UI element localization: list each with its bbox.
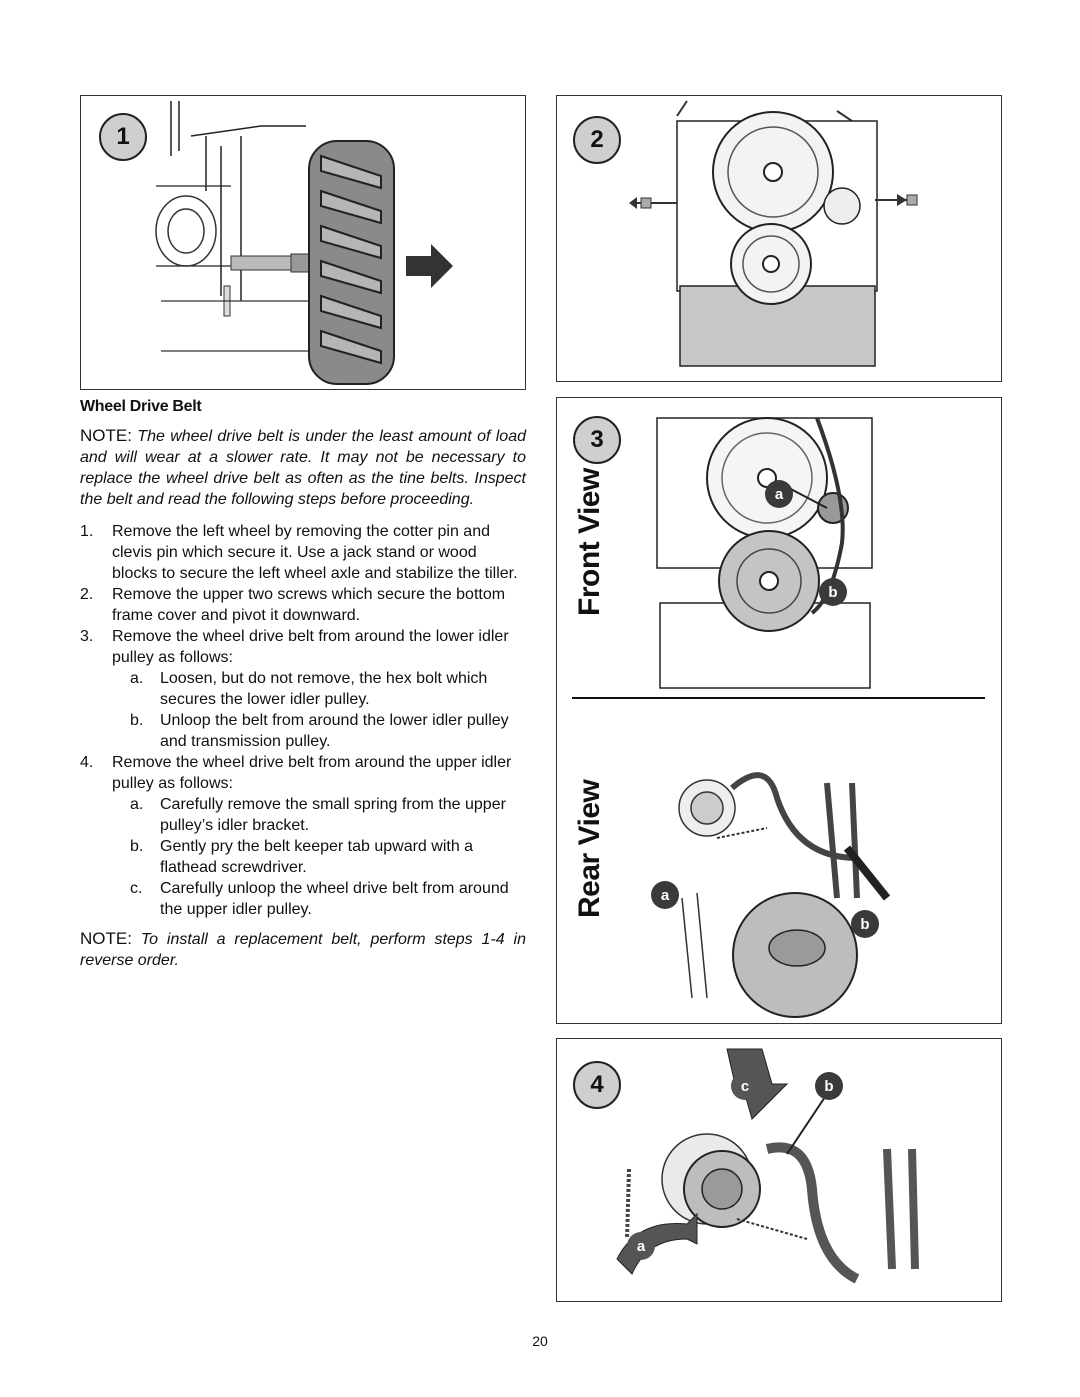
sub-list-item: a. Loosen, but do not remove, the hex bo… xyxy=(80,668,526,710)
list-item: 1. Remove the left wheel by removing the… xyxy=(80,521,526,584)
step-number: 4. xyxy=(80,754,94,771)
step-number: 1. xyxy=(80,523,94,540)
step-number: 3. xyxy=(80,628,94,645)
note-body: To install a replacement belt, perform s… xyxy=(80,931,526,969)
figure-1: 1 xyxy=(80,95,526,390)
section-heading: Wheel Drive Belt xyxy=(80,398,202,415)
instructions-column: Wheel Drive Belt NOTE: The wheel drive b… xyxy=(80,396,526,971)
figure-3: 3 Front View Rear View a b a b xyxy=(556,397,1002,1024)
sub-step-letter: c. xyxy=(130,880,143,897)
sub-step-text: Carefully unloop the wheel drive belt fr… xyxy=(160,880,509,918)
sub-list-item: b. Unloop the belt from around the lower… xyxy=(80,710,526,752)
sub-step-letter: a. xyxy=(130,670,144,687)
steps-list: 1. Remove the left wheel by removing the… xyxy=(80,521,526,920)
callout-c: c xyxy=(731,1072,759,1100)
sub-step-letter: a. xyxy=(130,796,144,813)
front-view-illustration xyxy=(656,417,873,689)
view-divider xyxy=(572,697,985,699)
list-item: 2. Remove the upper two screws which sec… xyxy=(80,584,526,626)
step-text: Remove the left wheel by removing the co… xyxy=(112,523,518,582)
list-item: 4. Remove the wheel drive belt from arou… xyxy=(80,752,526,794)
figure-4: 4 c b a xyxy=(556,1038,1002,1302)
note-label: NOTE: xyxy=(80,426,132,445)
step-text: Remove the upper two screws which secure… xyxy=(112,586,506,624)
note-body: The wheel drive belt is under the least … xyxy=(80,428,526,508)
page-number: 20 xyxy=(532,1333,548,1349)
callout-a: a xyxy=(627,1232,655,1260)
sub-step-text: Gently pry the belt keeper tab upward wi… xyxy=(160,838,474,876)
sub-step-text: Unloop the belt from around the lower id… xyxy=(160,712,509,750)
note-bottom: NOTE: To install a replacement belt, per… xyxy=(80,928,526,971)
figure-2: 2 xyxy=(556,95,1002,382)
rear-view-label: Rear View xyxy=(573,779,606,918)
sub-step-text: Loosen, but do not remove, the hex bolt … xyxy=(160,670,488,708)
frame-cover-illustration xyxy=(629,100,918,367)
figure-number-badge: 4 xyxy=(573,1061,621,1109)
note-label: NOTE: xyxy=(80,929,132,948)
wheel-removal-illustration xyxy=(155,101,453,385)
figure-number-badge: 3 xyxy=(573,416,621,464)
sub-list-item: c. Carefully unloop the wheel drive belt… xyxy=(80,878,526,920)
figure-number-badge: 1 xyxy=(99,113,147,161)
front-callout-b: b xyxy=(819,578,847,606)
sub-list-item: a. Carefully remove the small spring fro… xyxy=(80,794,526,836)
list-item: 3. Remove the wheel drive belt from arou… xyxy=(80,626,526,668)
idler-pulley-illustration xyxy=(616,1048,919,1284)
step-text: Remove the wheel drive belt from around … xyxy=(112,754,512,792)
front-callout-a: a xyxy=(765,480,793,508)
figure-number-badge: 2 xyxy=(573,116,621,164)
sub-step-letter: b. xyxy=(130,712,144,729)
note-top: NOTE: The wheel drive belt is under the … xyxy=(80,425,526,510)
sub-step-text: Carefully remove the small spring from t… xyxy=(160,796,506,834)
step-number: 2. xyxy=(80,586,94,603)
step-text: Remove the wheel drive belt from around … xyxy=(112,628,509,666)
rear-callout-a: a xyxy=(651,881,679,909)
sub-list-item: b. Gently pry the belt keeper tab upward… xyxy=(80,836,526,878)
rear-callout-b: b xyxy=(851,910,879,938)
sub-step-letter: b. xyxy=(130,838,144,855)
callout-b: b xyxy=(815,1072,843,1100)
